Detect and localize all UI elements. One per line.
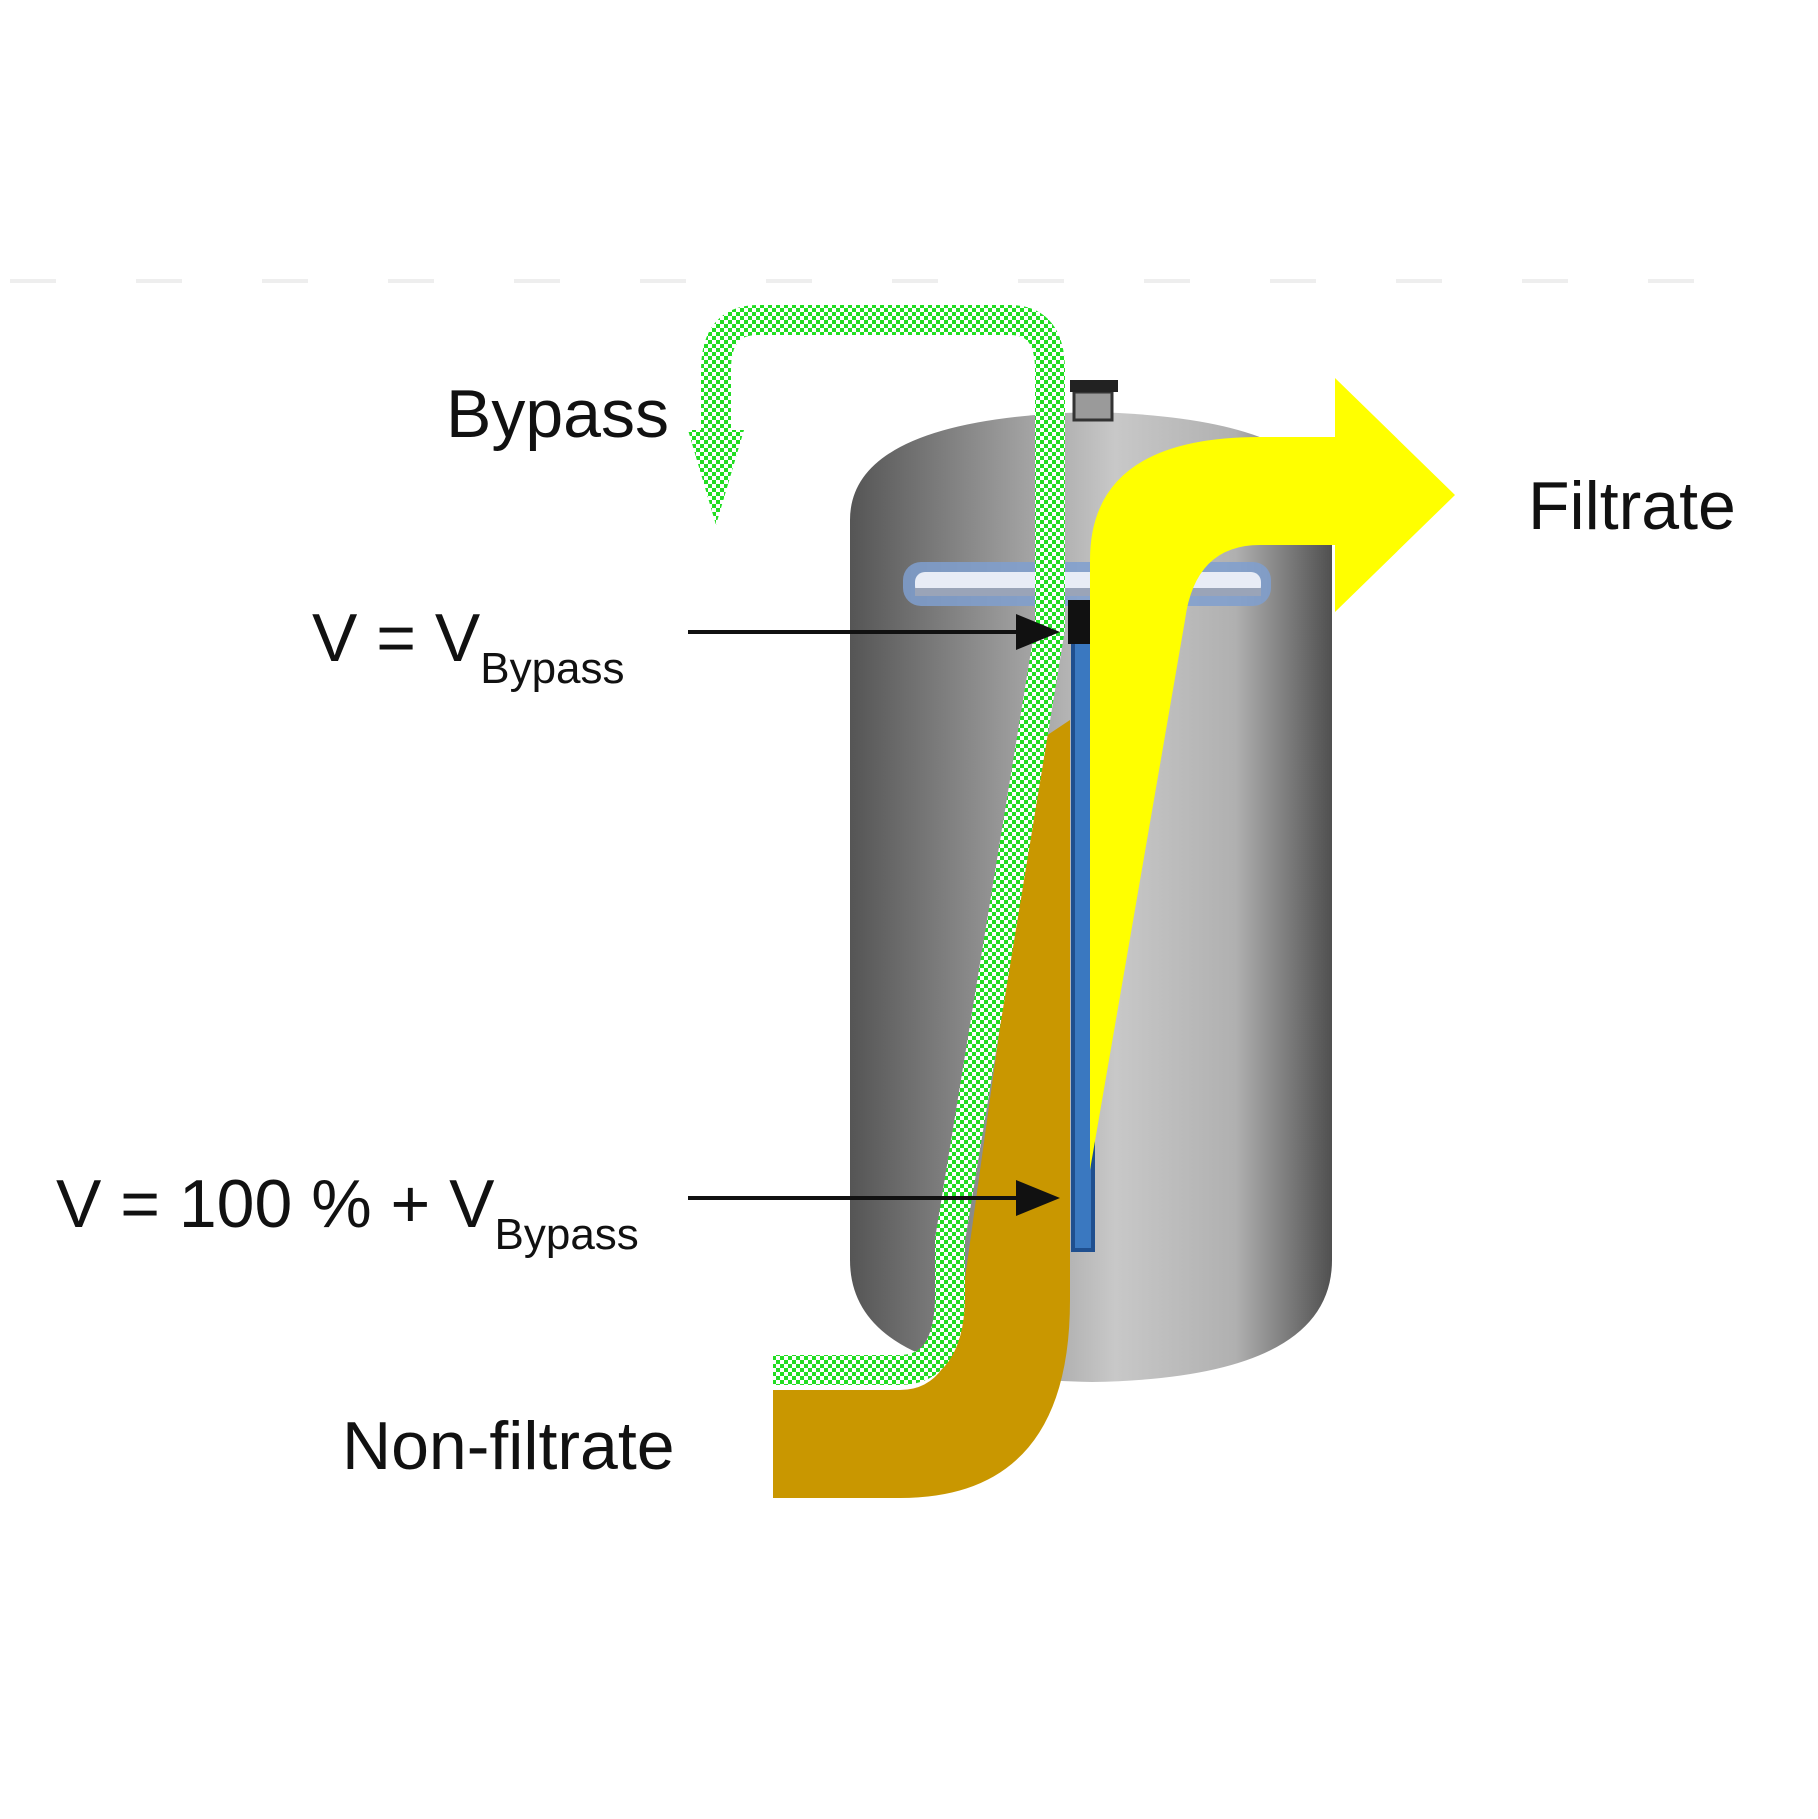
filtrate-flow-arrow [1090,378,1455,1170]
non-filtrate-flow [773,720,1070,1498]
bypass-flow [688,305,1065,1385]
label-bypass: Bypass [446,376,669,452]
label-v-total-main: V = 100 % + V [56,1166,495,1242]
label-filtrate: Filtrate [1528,468,1736,544]
label-v-total: V = 100 % + VBypass [56,1170,639,1257]
vent-cap-top [1070,380,1118,392]
label-non-filtrate: Non-filtrate [342,1408,675,1484]
pointer-arrow-top [688,614,1060,650]
filter-plate [903,562,1271,606]
label-v-bypass: V = VBypass [312,604,625,691]
pointer-arrow-bottom [688,1180,1060,1216]
label-v-total-subscript: Bypass [494,1210,639,1259]
label-v-bypass-subscript: Bypass [480,644,625,693]
vent-cap [1072,390,1114,422]
label-v-bypass-main: V = V [312,600,481,676]
bypass-arrowhead [688,430,744,525]
filter-seal [1068,600,1092,644]
